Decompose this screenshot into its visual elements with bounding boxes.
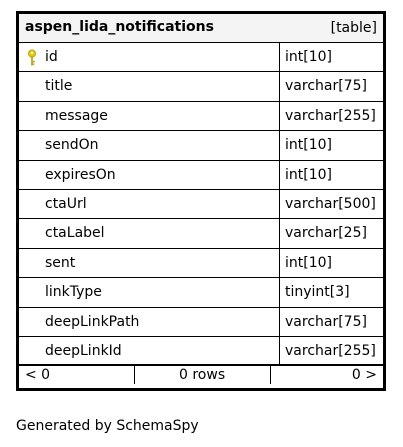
column-name-cell: ctaLabel xyxy=(19,219,280,248)
footer-divider xyxy=(270,366,271,384)
column-name: deepLinkId xyxy=(45,342,122,359)
column-name-cell: linkType xyxy=(19,278,280,307)
column-name-cell: sent xyxy=(19,248,280,278)
table-footer: < 0 0 rows 0 > xyxy=(19,363,383,388)
column-name: expiresOn xyxy=(45,166,116,183)
key-icon xyxy=(28,49,36,66)
column-name-cell: ctaUrl xyxy=(19,189,280,219)
column-row: sent int[10] xyxy=(19,248,383,279)
column-name-cell: deepLinkId xyxy=(19,336,280,365)
footer-divider xyxy=(134,366,135,384)
generated-by-note: Generated by SchemaSpy xyxy=(16,418,199,434)
column-name: id xyxy=(45,49,58,65)
table-kind: [table] xyxy=(330,20,377,36)
column-row: sendOn int[10] xyxy=(19,131,383,161)
column-type: int[10] xyxy=(285,166,332,183)
column-name: deepLinkPath xyxy=(45,313,140,330)
column-type: varchar[255] xyxy=(285,107,376,124)
column-name-cell: expiresOn xyxy=(19,160,280,189)
column-type: varchar[75] xyxy=(285,313,367,330)
column-name-cell: message xyxy=(19,101,280,131)
column-name-cell: title xyxy=(19,72,280,101)
column-type: varchar[75] xyxy=(285,78,367,95)
column-name: ctaLabel xyxy=(45,225,105,242)
column-type: int[10] xyxy=(285,137,332,154)
column-row: ctaLabel varchar[25] xyxy=(19,219,383,249)
column-list: id int[10] title varchar[75] message var… xyxy=(19,43,383,367)
column-name: sent xyxy=(45,254,76,271)
column-type: varchar[255] xyxy=(285,342,376,359)
column-row: title varchar[75] xyxy=(19,72,383,102)
row-count: 0 rows xyxy=(179,367,226,383)
column-name-cell: deepLinkPath xyxy=(19,307,280,336)
column-type: varchar[500] xyxy=(285,195,376,212)
column-row: message varchar[255] xyxy=(19,101,383,132)
column-row: linkType tinyint[3] xyxy=(19,278,383,308)
column-row: ctaUrl varchar[500] xyxy=(19,189,383,220)
column-name-cell: sendOn xyxy=(19,131,280,160)
column-name: linkType xyxy=(45,284,102,301)
column-row: deepLinkPath varchar[75] xyxy=(19,307,383,337)
table-name: aspen_lida_notifications xyxy=(25,19,214,35)
parents-count[interactable]: < 0 xyxy=(25,367,51,383)
column-name: sendOn xyxy=(45,137,99,154)
column-name: ctaUrl xyxy=(45,195,87,212)
table-node[interactable]: aspen_lida_notifications [table] id int[… xyxy=(16,11,386,391)
column-type: tinyint[3] xyxy=(285,284,350,301)
column-type: int[10] xyxy=(285,49,332,65)
column-name: title xyxy=(45,78,73,95)
column-name: message xyxy=(45,107,108,124)
table-header: aspen_lida_notifications [table] xyxy=(19,14,383,43)
column-row: deepLinkId varchar[255] xyxy=(19,336,383,367)
children-count[interactable]: 0 > xyxy=(351,367,377,383)
column-type: varchar[25] xyxy=(285,225,367,242)
column-row: id int[10] xyxy=(19,43,383,73)
column-name-cell: id xyxy=(19,43,280,72)
column-row: expiresOn int[10] xyxy=(19,160,383,190)
column-type: int[10] xyxy=(285,254,332,271)
